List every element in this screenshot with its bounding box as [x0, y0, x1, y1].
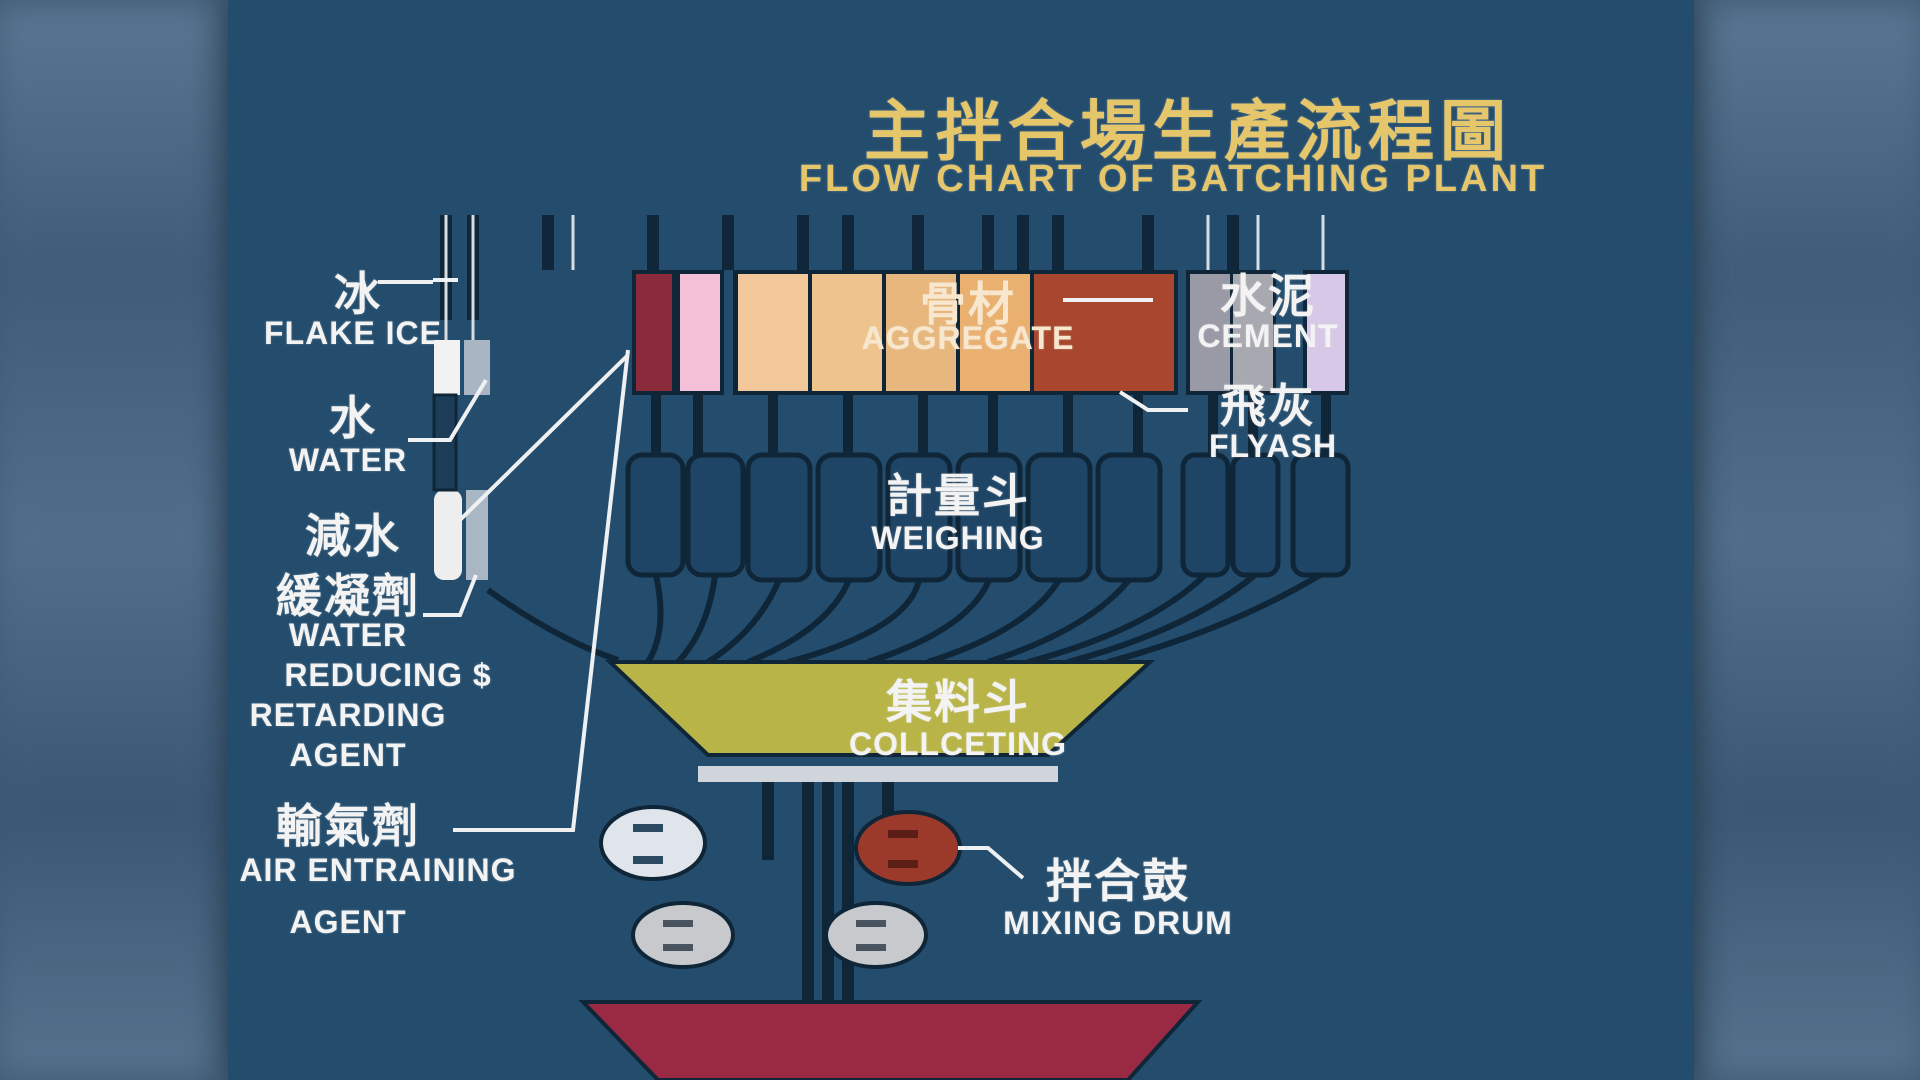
- weighing-label-en: WEIGHING: [871, 520, 1045, 556]
- title-chinese: 主拌合場生產流程圖: [864, 93, 1512, 170]
- aggregate-bin-1: [738, 274, 808, 391]
- admixture-tank-2: [466, 490, 488, 580]
- converging-chutes: [486, 572, 1322, 665]
- collecting-gate: [698, 766, 1058, 782]
- air-agent-leader: [453, 349, 630, 832]
- flyash-bin: [1307, 274, 1345, 391]
- weighing-label-cn: 計量斗: [886, 469, 1030, 523]
- aggregate-label-cn: 骨材: [920, 277, 1016, 331]
- flyash-label-en: FLYASH: [1208, 428, 1338, 464]
- mixing-drum-bottom-left: [631, 901, 735, 969]
- air-entraining-label-en-1: AIR ENTRAINING: [239, 852, 517, 888]
- collecting-label-en: COLLCETING: [849, 726, 1067, 762]
- collecting-hopper: [604, 660, 1156, 757]
- left-blurred-edge: [0, 0, 220, 1080]
- mixing-drum-top-left: [599, 805, 707, 881]
- admixture-label-en-3: RETARDING: [249, 697, 447, 733]
- air-entraining-label-en-2: AGENT: [289, 904, 407, 940]
- admixture-leader: [423, 574, 478, 617]
- storage-bins: [632, 270, 1349, 395]
- flake-ice-label-en: FLAKE ICE: [264, 315, 442, 351]
- air-agent-bin: [680, 274, 720, 391]
- aggregate-bin-3: [886, 274, 956, 391]
- water-tank: [464, 340, 490, 395]
- mixing-drum-bottom-right: [824, 901, 928, 969]
- agent-bin: [636, 274, 672, 391]
- mixing-drum-label-en: MIXING DRUM: [1003, 905, 1233, 941]
- admixture-scale: [432, 393, 458, 492]
- mixing-drums: [599, 805, 962, 969]
- plant-diagram: [378, 215, 1351, 1080]
- admixture-label-en-2: REDUCING $: [284, 657, 492, 693]
- water-label-en: WATER: [288, 442, 408, 478]
- air-entraining-label-cn: 輸氣劑: [276, 799, 420, 853]
- leader-lines: [378, 278, 1188, 880]
- admixture-label-cn-2: 緩凝劑: [276, 569, 420, 623]
- flake-ice-label-cn: 冰: [334, 267, 382, 321]
- aggregate-bin-4: [960, 274, 1030, 391]
- output-hopper: [578, 1000, 1203, 1080]
- mixing-drum-leader: [958, 846, 1025, 880]
- admixture-leader-2: [458, 353, 630, 522]
- right-blurred-edge: [1700, 0, 1920, 1080]
- admixture-label-cn-1: 減水: [305, 509, 401, 563]
- admixture-tank-1: [434, 490, 462, 580]
- admixture-label-en-1: WATER: [288, 617, 408, 653]
- mixing-drum-top-right-active: [854, 810, 962, 886]
- weighing-hoppers: [625, 452, 1351, 583]
- flyash-label-cn: 飛灰: [1220, 379, 1316, 433]
- flow-chart-board: 主拌合場生產流程圖 FLOW CHART OF BATCHING PLANT 冰…: [228, 0, 1694, 1080]
- cement-label-cn: 水泥: [1220, 269, 1316, 323]
- admixture-label-en-4: AGENT: [289, 737, 407, 773]
- water-label-cn: 水: [329, 391, 377, 445]
- title-english: FLOW CHART OF BATCHING PLANT: [798, 158, 1548, 200]
- aggregate-bin-5: [1034, 274, 1174, 391]
- cement-label-en: CEMENT: [1197, 318, 1339, 354]
- flyash-leader: [1118, 390, 1188, 412]
- admixture-feed-lines: [444, 215, 1325, 350]
- aggregate-label-en: AGGREGATE: [861, 320, 1075, 356]
- aggregate-bin-2: [812, 274, 882, 391]
- cement-bin-1: [1190, 274, 1230, 391]
- water-leader: [408, 378, 488, 442]
- ice-tank: [434, 340, 460, 395]
- cement-bin-2: [1233, 274, 1273, 391]
- mixing-drum-label-cn: 拌合鼓: [1046, 854, 1190, 908]
- collecting-label-cn: 集料斗: [886, 675, 1030, 729]
